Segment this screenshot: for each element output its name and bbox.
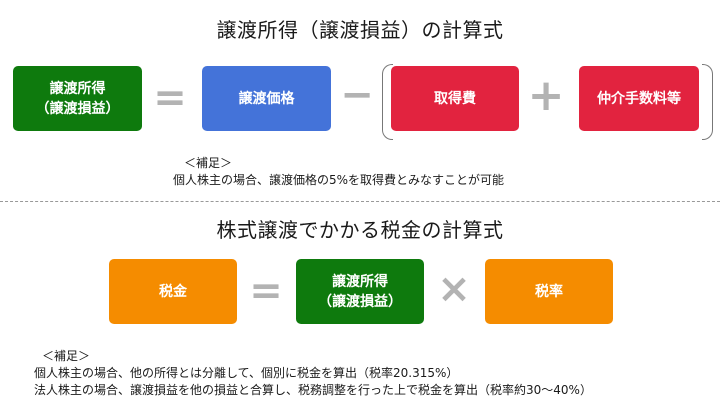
section2-title: 株式譲渡でかかる税金の計算式 (216, 218, 504, 242)
section1-title: 譲渡所得（譲渡損益）の計算式 (216, 18, 504, 42)
transfer-income-label-2: 譲渡所得 (332, 273, 388, 290)
brokerage-fees-box: 仲介手数料等 (579, 66, 699, 131)
equals-operator-2: = (249, 268, 283, 314)
transfer-profit-loss-label-2: （譲渡損益） (318, 293, 402, 310)
section1-note-heading: ＜補足＞ (184, 156, 233, 170)
transfer-income-box-2: 譲渡所得 （譲渡損益） (296, 259, 424, 324)
transfer-income-box: 譲渡所得 （譲渡損益） (13, 66, 142, 131)
section2-note-line2: 法人株主の場合、譲渡損益を他の損益と合算し、税務調整を行った上で税金を算出（税率… (34, 383, 592, 397)
section2-note-heading: ＜補足＞ (42, 349, 91, 363)
section2-note: ＜補足＞ 個人株主の場合、他の所得とは分離して、個別に税金を算出（税率20.31… (34, 348, 592, 399)
multiply-operator: × (437, 266, 471, 312)
tax-rate-box: 税率 (485, 259, 613, 324)
equals-operator: = (153, 75, 187, 121)
transfer-profit-loss-label: （譲渡損益） (35, 100, 120, 117)
minus-operator: − (340, 72, 374, 118)
section1-note-line1: 個人株主の場合、譲渡価格の5%を取得費とみなすことが可能 (173, 173, 505, 187)
section1-note: ＜補足＞ 個人株主の場合、譲渡価格の5%を取得費とみなすことが可能 (173, 155, 504, 189)
section2-note-line1: 個人株主の場合、他の所得とは分離して、個別に税金を算出（税率20.315%） (34, 366, 459, 380)
section-divider (0, 201, 720, 202)
transfer-price-box: 譲渡価格 (202, 66, 331, 131)
acquisition-cost-label: 取得費 (434, 90, 476, 107)
transfer-price-label: 譲渡価格 (238, 90, 295, 107)
plus-operator: + (527, 70, 565, 121)
brokerage-fees-label: 仲介手数料等 (597, 90, 681, 107)
tax-box: 税金 (109, 259, 237, 324)
transfer-income-label: 譲渡所得 (49, 80, 106, 97)
tax-label: 税金 (159, 283, 187, 300)
right-bracket (702, 64, 713, 140)
tax-rate-label: 税率 (535, 283, 563, 300)
acquisition-cost-box: 取得費 (391, 66, 519, 131)
